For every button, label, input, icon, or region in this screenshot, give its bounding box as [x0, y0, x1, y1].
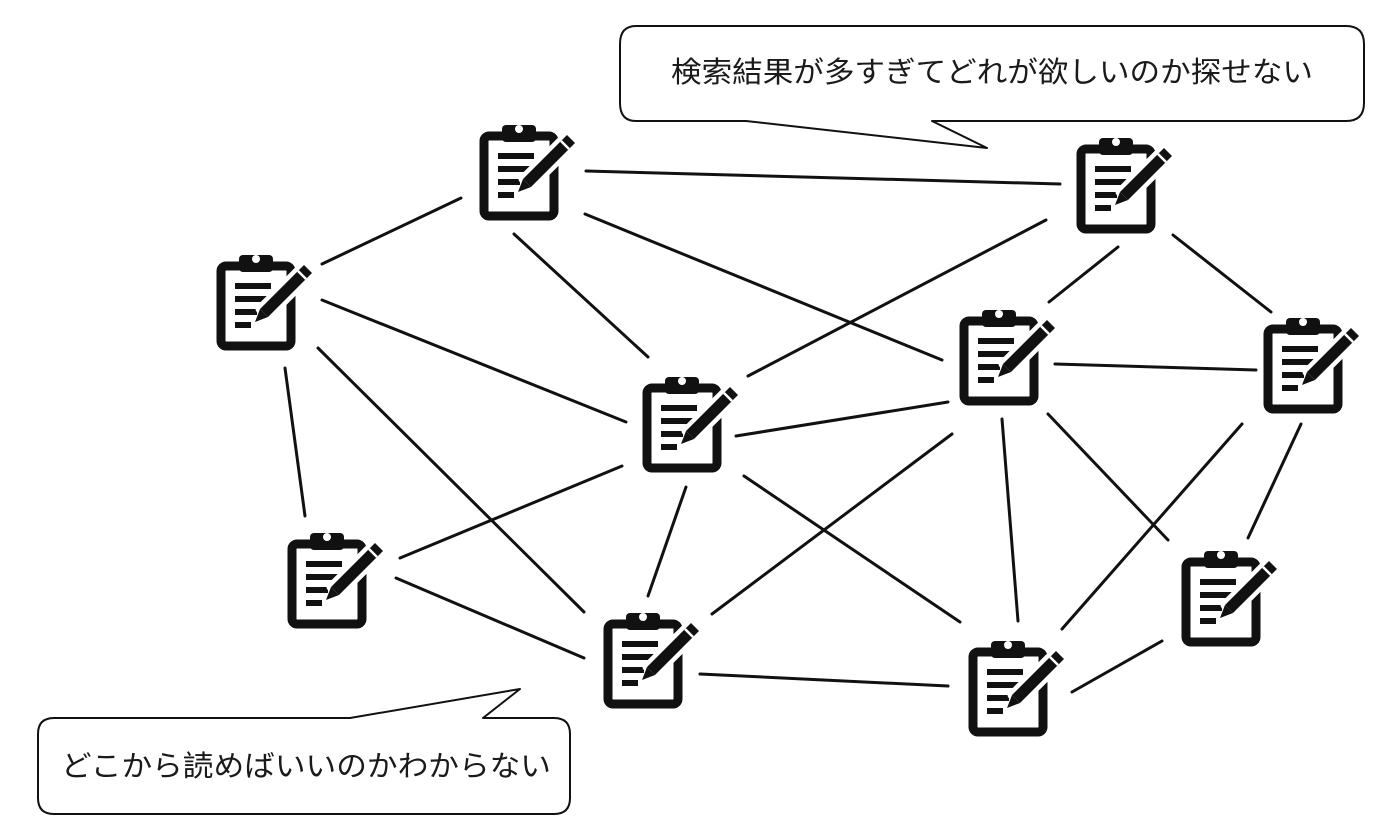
connection-line: [320, 196, 463, 266]
connection-line: [1046, 412, 1170, 542]
clipboard-edit-icon: [1186, 551, 1277, 642]
connection-line: [1070, 639, 1164, 694]
connection-line: [398, 464, 624, 560]
connection-line: [734, 400, 950, 438]
clipboard-edit-icon: [964, 310, 1055, 401]
connection-lines: [283, 169, 1303, 694]
connection-line: [584, 169, 1062, 186]
clipboard-edit-icon: [1268, 318, 1359, 409]
clipboard-edit-icon: [292, 533, 383, 624]
connection-line: [583, 212, 944, 362]
callout-text: どこから読めばいいのかわからない: [61, 749, 551, 783]
connection-line: [283, 366, 307, 518]
connection-line: [1060, 422, 1244, 631]
connection-line: [394, 576, 586, 660]
connection-line: [698, 672, 950, 688]
callout-text: 検索結果が多すぎてどれが欲しいのか探せない: [671, 55, 1313, 89]
connection-line: [710, 432, 954, 616]
connection-line: [646, 485, 688, 598]
callout-search: 検索結果が多すぎてどれが欲しいのか探せない: [619, 25, 1365, 149]
connection-line: [1171, 233, 1273, 314]
speech-bubble: [619, 25, 1365, 149]
connection-line: [1246, 422, 1303, 540]
clipboard-edit-icon: [647, 377, 738, 468]
connection-line: [316, 346, 586, 614]
connection-line: [512, 232, 650, 359]
clipboard-edit-icon: [973, 641, 1064, 732]
callout-reading: どこから読めばいいのかわからない: [37, 688, 571, 815]
clipboard-edit-icon: [608, 613, 699, 704]
clipboard-edit-icon: [1081, 138, 1172, 229]
clipboard-edit-icon: [484, 125, 575, 216]
connection-line: [1000, 417, 1020, 623]
connection-line: [320, 298, 628, 424]
connection-line: [1053, 362, 1258, 372]
speech-bubble: [37, 688, 571, 815]
connection-line: [1047, 245, 1120, 304]
connection-line: [742, 474, 962, 624]
clipboard-edit-icon: [221, 255, 312, 346]
connection-line: [746, 218, 1048, 378]
